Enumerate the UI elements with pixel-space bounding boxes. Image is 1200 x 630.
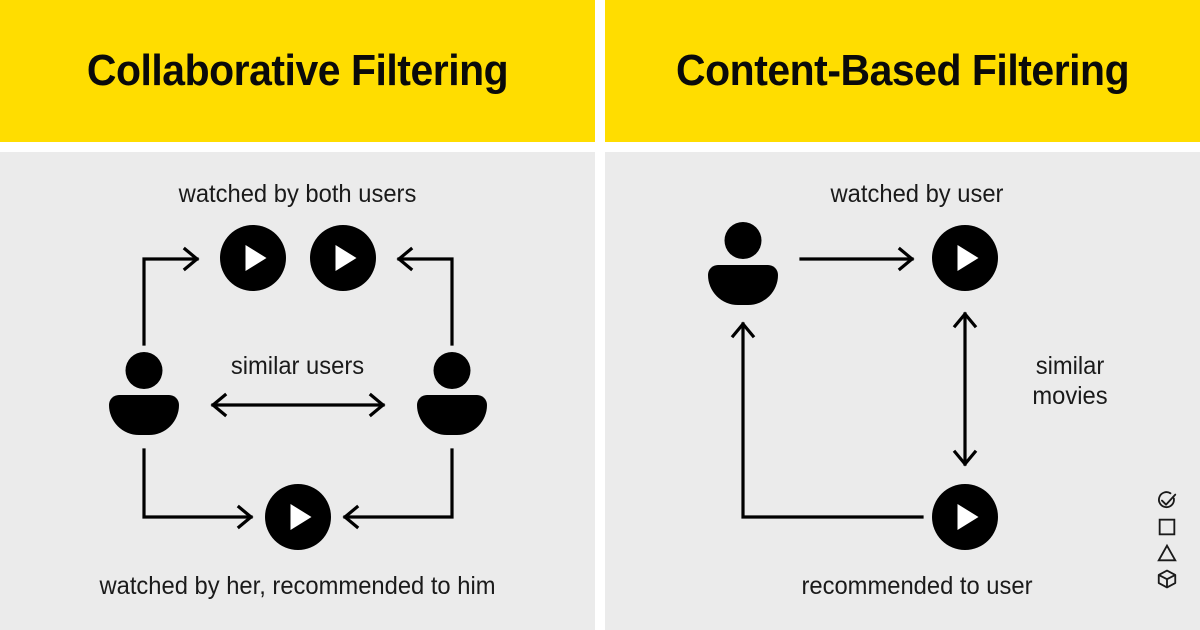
- label-similar-movies-line1: similar: [1035, 352, 1105, 380]
- label-watched-by-user: watched by user: [830, 180, 1004, 208]
- user-icon: [707, 222, 779, 308]
- user-right-body: [417, 395, 487, 435]
- diagram-collaborative-filtering: watched by both users similar users watc…: [0, 152, 595, 630]
- connector-arrows-left: [142, 246, 454, 530]
- movie-bottom-center-icon: [265, 484, 331, 550]
- user-right-icon: [416, 352, 488, 438]
- movie-watched-icon: [932, 225, 998, 291]
- user-right-head: [433, 352, 471, 389]
- arrow-head-top-right: [396, 246, 414, 272]
- label-similar-movies-line2: movies: [1032, 381, 1108, 410]
- movie-top-right-icon: [310, 225, 376, 291]
- arrow-head-user-to-watched: [897, 246, 915, 272]
- arrow-head-similar-left: [210, 392, 228, 418]
- arrow-left-user-to-top-movie: [142, 257, 199, 346]
- user-body: [708, 265, 778, 305]
- page-title-content-based-filtering: Content-Based Filtering: [675, 46, 1130, 95]
- arrow-right-user-to-bottom-movie: [343, 448, 454, 519]
- panel-collaborative-filtering: Collaborative Filtering watched by both …: [0, 0, 595, 630]
- label-recommended-to-user: recommended to user: [801, 572, 1033, 600]
- arrow-head-bottom-left: [236, 504, 254, 530]
- movie-recommended-icon: [932, 484, 998, 550]
- arrow-left-user-to-bottom-movie: [142, 448, 253, 519]
- arrow-right-user-to-top-movie: [397, 257, 454, 346]
- user-head: [724, 222, 762, 259]
- arrow-head-similar-right: [368, 392, 386, 418]
- panel-header-right: Content-Based Filtering: [605, 0, 1200, 142]
- arrow-head-similar-movies-down: [952, 449, 978, 467]
- diagram-content-based-filtering: watched by user similar movies recommend…: [605, 152, 1200, 630]
- panel-content-based-filtering: Content-Based Filtering watched by user …: [605, 0, 1200, 630]
- label-watched-by-both-users: watched by both users: [178, 180, 417, 208]
- label-similar-users: similar users: [230, 352, 365, 380]
- check-circle-icon: [1156, 490, 1182, 512]
- panel-header-left: Collaborative Filtering: [0, 0, 595, 142]
- connector-arrows-right: [730, 246, 978, 519]
- user-left-head: [125, 352, 163, 389]
- arrow-recommended-movie-to-user: [741, 322, 924, 519]
- brand-logo: [1156, 490, 1182, 594]
- cube-icon: [1156, 568, 1182, 590]
- arrow-head-similar-movies-up: [952, 311, 978, 329]
- page-title-collaborative-filtering: Collaborative Filtering: [86, 46, 509, 95]
- label-watched-by-her-recommended-to-him: watched by her, recommended to him: [99, 572, 496, 600]
- user-left-body: [109, 395, 179, 435]
- triangle-icon: [1156, 542, 1182, 564]
- arrow-head-top-left: [182, 246, 200, 272]
- arrow-head-bottom-right: [342, 504, 360, 530]
- user-left-icon: [108, 352, 180, 438]
- movie-top-left-icon: [220, 225, 286, 291]
- label-similar-movies: similar movies: [1008, 352, 1132, 411]
- square-icon: [1156, 516, 1182, 538]
- arrow-head-to-user: [730, 321, 756, 339]
